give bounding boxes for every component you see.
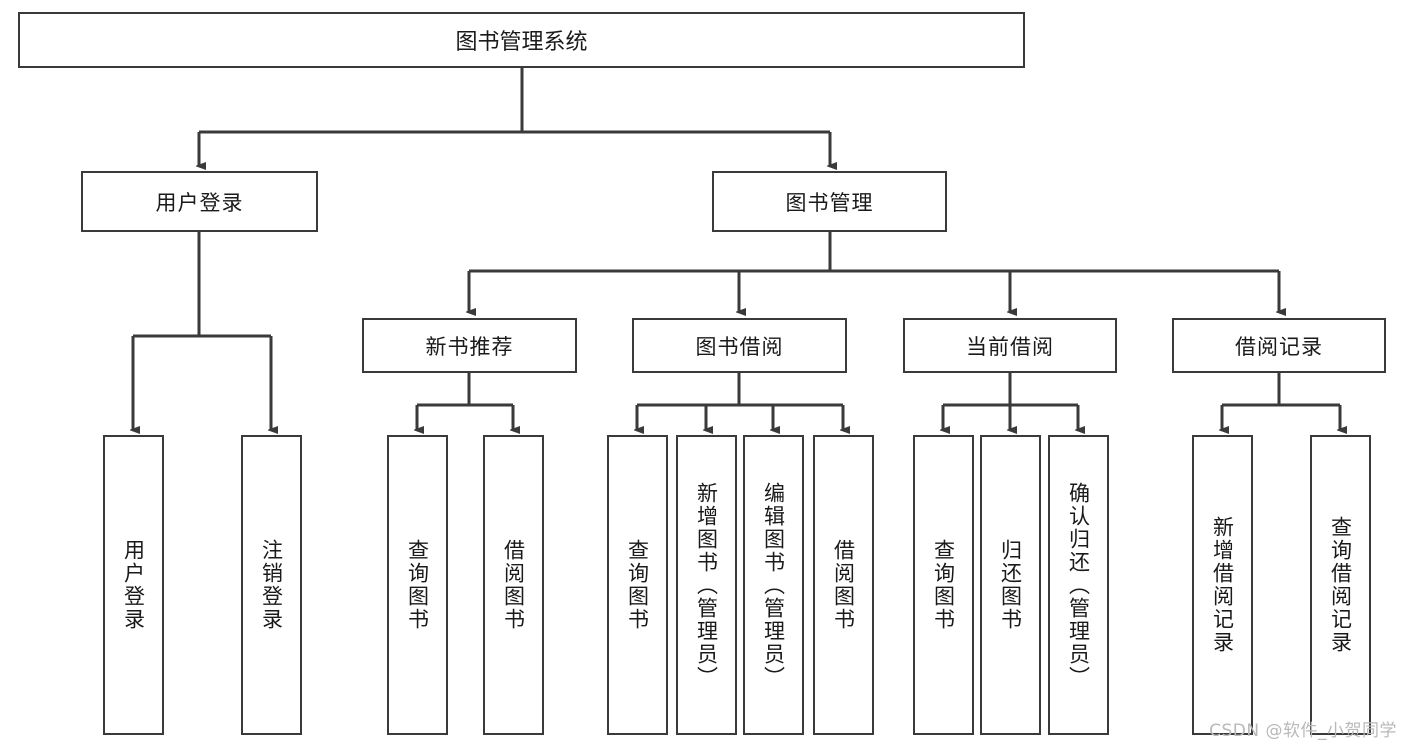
node-label: 当前借阅 (966, 334, 1054, 359)
node-new-book-recommend[interactable]: 新书推荐 (362, 318, 577, 373)
node-leaf-current-query-book[interactable]: 查询图书 (913, 435, 974, 735)
watermark: CSDN @软件_小贺同学 (1209, 721, 1397, 741)
node-leaf-record-query-record[interactable]: 查询借阅记录 (1310, 435, 1371, 735)
node-label: 借阅图书 (501, 539, 526, 631)
node-label: 确认归还（管理员） (1066, 481, 1091, 689)
node-borrow-record[interactable]: 借阅记录 (1172, 318, 1386, 373)
node-leaf-borrow-add-book-admin[interactable]: 新增图书（管理员） (676, 435, 737, 735)
node-label: 归还图书 (998, 539, 1023, 631)
node-leaf-user-login-login[interactable]: 用户登录 (103, 435, 164, 735)
node-book-borrow[interactable]: 图书借阅 (632, 318, 847, 373)
node-label: 查询图书 (931, 539, 956, 631)
node-label: 图书管理 (785, 190, 874, 215)
node-user-login[interactable]: 用户登录 (81, 171, 318, 232)
node-label: 图书管理系统 (455, 30, 588, 55)
node-leaf-user-login-logout[interactable]: 注销登录 (241, 435, 302, 735)
node-book-management[interactable]: 图书管理 (712, 171, 947, 232)
node-root-book-management-system[interactable]: 图书管理系统 (18, 12, 1025, 68)
node-leaf-newbook-query-book[interactable]: 查询图书 (387, 435, 448, 735)
node-label: 用户登录 (155, 190, 244, 215)
node-leaf-current-confirm-return-admin[interactable]: 确认归还（管理员） (1048, 435, 1109, 735)
node-leaf-newbook-borrow-book[interactable]: 借阅图书 (483, 435, 544, 735)
node-leaf-borrow-edit-book-admin[interactable]: 编辑图书（管理员） (743, 435, 804, 735)
node-label: 查询图书 (405, 539, 430, 631)
node-label: 注销登录 (259, 539, 284, 631)
node-label: 用户登录 (121, 539, 146, 631)
node-leaf-current-return-book[interactable]: 归还图书 (980, 435, 1041, 735)
node-label: 新增借阅记录 (1210, 516, 1235, 654)
node-label: 编辑图书（管理员） (761, 481, 786, 689)
node-label: 图书借阅 (695, 334, 784, 359)
node-leaf-borrow-borrow-book[interactable]: 借阅图书 (813, 435, 874, 735)
node-label: 借阅图书 (831, 539, 856, 631)
node-label: 查询借阅记录 (1328, 516, 1353, 654)
node-current-borrow[interactable]: 当前借阅 (903, 318, 1117, 373)
node-label: 新书推荐 (425, 334, 514, 359)
node-leaf-record-add-record[interactable]: 新增借阅记录 (1192, 435, 1253, 735)
node-label: 新增图书（管理员） (694, 481, 719, 689)
node-leaf-borrow-query-book[interactable]: 查询图书 (607, 435, 668, 735)
node-label: 查询图书 (625, 539, 650, 631)
node-label: 借阅记录 (1235, 334, 1323, 359)
